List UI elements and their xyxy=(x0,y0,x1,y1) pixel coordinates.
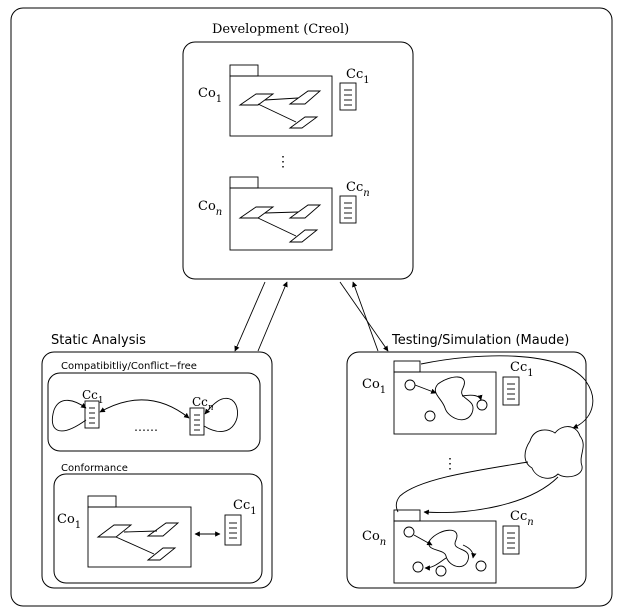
dev-to-static-arrow xyxy=(234,281,266,352)
compat-cc1-icon xyxy=(84,400,100,429)
dev-cc1-label: Cc1 xyxy=(346,67,370,86)
testing-box: Testing/Simulation (Maude) Co1 Cc1 ⋮ xyxy=(346,333,594,589)
compat-ccn-label: Ccn xyxy=(192,395,214,413)
compat-double-arrow xyxy=(99,399,190,419)
conformance-co1-label: Co1 xyxy=(57,512,81,531)
compat-self-loop-n xyxy=(203,397,238,432)
dev-con-label: Con xyxy=(198,199,222,218)
conformance-cc1-icon xyxy=(224,514,242,546)
static-to-dev-arrow xyxy=(257,281,288,352)
compatibility-title: Compatibitliy/Conflict−free xyxy=(61,361,197,372)
compat-dots: …… xyxy=(134,420,158,434)
component1-to-cloud-arrow xyxy=(420,355,594,429)
testing-component-n xyxy=(393,509,497,584)
testing-cc1-label: Cc1 xyxy=(510,360,534,379)
testing-con-label: Con xyxy=(362,529,386,548)
outer-frame xyxy=(10,7,613,607)
dev-ccn-icon xyxy=(339,195,357,224)
testing-vertical-dots: ⋮ xyxy=(443,456,457,472)
compat-cc1-label: Cc1 xyxy=(82,388,104,406)
testing-title: Testing/Simulation (Maude) xyxy=(391,333,569,348)
testing-cc1-icon xyxy=(502,376,520,406)
testing-component-1 xyxy=(393,360,497,435)
dev-co1-label: Co1 xyxy=(198,86,222,105)
static-analysis-title: Static Analysis xyxy=(51,333,146,348)
cloud-to-componentn-arrow xyxy=(423,476,559,516)
compat-self-loop-1 xyxy=(51,399,87,432)
static-analysis-box: Static Analysis Compatibitliy/Conflict−f… xyxy=(41,333,273,589)
conformance-component xyxy=(87,495,192,568)
development-title: Development (Creol) xyxy=(212,22,349,37)
testing-to-dev-arrow xyxy=(352,281,379,352)
development-box: Development (Creol) Co1 Cc1 ⋮ xyxy=(182,22,414,280)
dev-to-testing-arrow xyxy=(339,281,389,352)
testing-cloud-shape xyxy=(524,426,584,479)
testing-co1-label: Co1 xyxy=(362,377,386,396)
cloud-path-line xyxy=(395,461,529,513)
development-component-n xyxy=(229,176,333,251)
development-component-1 xyxy=(229,64,333,137)
testing-ccn-label: Ccn xyxy=(510,509,534,528)
compatibility-box xyxy=(47,372,261,452)
dev-cc1-icon xyxy=(339,82,357,111)
conformance-box xyxy=(53,473,263,584)
conformance-cc1-label: Cc1 xyxy=(233,498,257,517)
conformance-title: Conformance xyxy=(61,463,128,474)
dev-ccn-label: Ccn xyxy=(346,180,370,199)
testing-ccn-icon xyxy=(502,525,520,555)
compat-ccn-icon xyxy=(189,407,205,436)
dev-vertical-dots: ⋮ xyxy=(276,154,290,170)
